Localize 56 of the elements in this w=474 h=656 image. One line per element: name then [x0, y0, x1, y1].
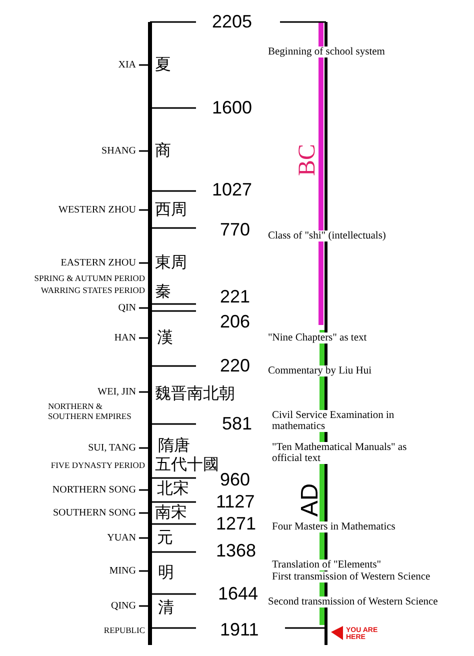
- dynasty-chinese-label: 明: [158, 562, 174, 584]
- dynasty-chinese-label: 五代十國: [155, 454, 219, 476]
- event-label: Class of "shi" (intellectuals): [268, 230, 386, 242]
- year-label: 2205: [212, 12, 252, 32]
- dynasty-chinese-label: 商: [155, 140, 171, 162]
- dynasty-label: YUAN: [107, 532, 136, 544]
- dynasty-label: SUI, TANG: [88, 442, 136, 454]
- dynasty-label: QIN: [118, 302, 136, 314]
- dynasty-chinese-label: 夏: [155, 54, 171, 76]
- year-label: 1271: [216, 514, 256, 534]
- year-label: 220: [220, 356, 250, 376]
- year-label: 960: [220, 470, 250, 490]
- dynasty-label: HAN: [114, 332, 136, 344]
- dynasty-label: REPUBLIC: [104, 625, 145, 635]
- dynasty-chinese-label: 西周: [155, 200, 187, 220]
- event-label: First transmission of Western Science: [272, 572, 430, 582]
- year-label: 1368: [216, 540, 256, 562]
- dynasty-chinese-label: 隋唐: [158, 436, 190, 456]
- event-label: Commentary by Liu Hui: [268, 366, 372, 376]
- year-label: 1127: [216, 492, 255, 512]
- event-label: Translation of "Elements": [272, 560, 382, 570]
- year-label: 1911: [220, 620, 259, 640]
- dynasty-chinese-label: 魏晋南北朝: [155, 384, 235, 404]
- dynasty-chinese-label: 東周: [155, 252, 187, 274]
- dynasty-chinese-label: 清: [158, 598, 174, 618]
- period-label: SPRING & AUTUMN PERIOD: [34, 273, 145, 283]
- period-label: FIVE DYNASTY PERIOD: [50, 460, 145, 470]
- year-label: 1600: [212, 98, 252, 118]
- dynasty-chinese-label: 秦: [155, 282, 171, 302]
- dynasty-chinese-label: 北宋: [157, 478, 189, 500]
- period-label: NORTHERN & SOUTHERN EMPIRES: [48, 401, 132, 421]
- dynasty-chinese-label: 南宋: [155, 502, 187, 524]
- event-label: Beginning of school system: [268, 46, 385, 58]
- dynasty-label: EASTERN ZHOU: [60, 258, 136, 268]
- year-label: 1644: [218, 584, 258, 604]
- year-label: 1027: [212, 180, 252, 200]
- dynasty-chinese-label: 漢: [157, 328, 173, 348]
- dynasty-label: WEI, JIN: [98, 386, 136, 398]
- era-label: AD: [296, 483, 325, 517]
- dynasty-label: SHANG: [102, 146, 136, 156]
- event-label: "Nine Chapters" as text: [268, 332, 367, 344]
- year-label: 206: [220, 312, 250, 332]
- dynasty-label: QING: [111, 600, 136, 612]
- year-label: 221: [220, 286, 250, 308]
- year-label: 581: [222, 414, 252, 434]
- dynasty-label: WESTERN ZHOU: [58, 204, 136, 216]
- era-label: BC: [294, 144, 322, 176]
- year-label: 770: [220, 220, 250, 240]
- dynasty-label: SOUTHERN SONG: [52, 508, 136, 518]
- event-label: Four Masters in Mathematics: [272, 522, 396, 532]
- event-label: Second transmission of Western Science: [268, 596, 438, 608]
- dynasty-chinese-label: 元: [157, 528, 173, 548]
- dynasty-label: MING: [109, 566, 136, 576]
- dynasty-label: XIA: [118, 60, 136, 70]
- period-label: WARRING STATES PERIOD: [40, 285, 145, 295]
- dynasty-label: NORTHERN SONG: [52, 484, 136, 496]
